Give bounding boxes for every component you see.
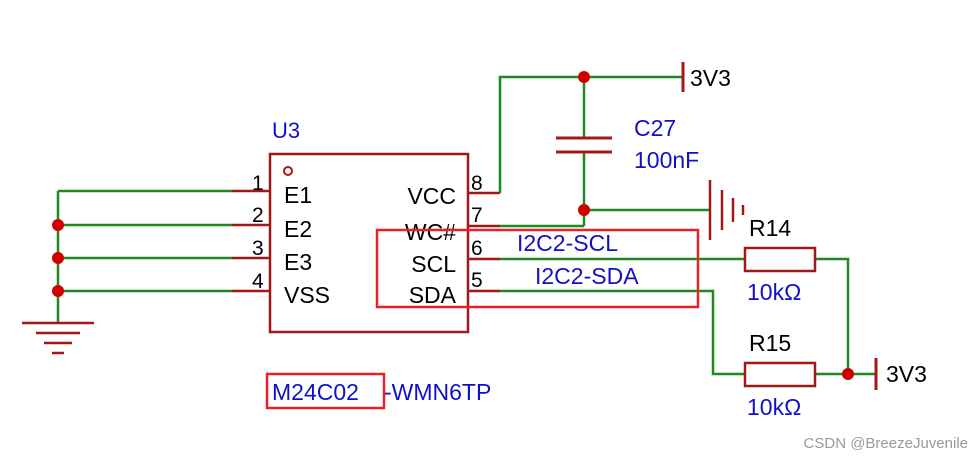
vcc-wire	[498, 75, 710, 228]
part-number-suffix: -WMN6TP	[384, 379, 491, 405]
pin-number-1: 1	[252, 172, 264, 195]
i2c-wires	[500, 257, 876, 376]
ground-icon-right	[708, 180, 745, 240]
capacitor-ref: C27	[634, 115, 676, 141]
left-ground-wires	[56, 189, 232, 323]
right-pin-stubs	[468, 191, 500, 293]
chip-body	[268, 152, 470, 334]
pin-number-8: 8	[471, 172, 483, 195]
capacitor-value: 100nF	[634, 147, 699, 173]
resistor-r15-ref: R15	[749, 330, 791, 356]
pin-name-vss: VSS	[284, 282, 330, 308]
pin-name-e1: E1	[284, 182, 312, 208]
pin-name-sda: SDA	[409, 282, 457, 308]
pin1-marker	[283, 166, 293, 176]
pin-name-e3: E3	[284, 249, 312, 275]
part-number-prefix: M24C02	[272, 379, 359, 405]
pin-number-6: 6	[471, 237, 483, 260]
highlight-box-part	[265, 372, 386, 410]
resistor-r14-ref: R14	[749, 215, 791, 241]
chip-ref: U3	[272, 118, 300, 143]
ground-icon	[22, 321, 94, 355]
pin-name-wc: WC#	[405, 219, 456, 245]
left-pin-stubs	[232, 189, 270, 293]
watermark: CSDN @BreezeJuvenile	[804, 435, 968, 452]
power-label-right: 3V3	[886, 361, 927, 387]
pin-number-7: 7	[471, 204, 483, 227]
vcc-junctions	[578, 71, 590, 216]
power-label-top: 3V3	[690, 65, 731, 91]
pin-name-e2: E2	[284, 216, 312, 242]
net-label-scl: I2C2-SCL	[517, 230, 618, 256]
pin-number-3: 3	[252, 237, 264, 260]
pin-number-2: 2	[252, 204, 264, 227]
pullup-junction	[842, 368, 854, 380]
left-junctions	[52, 219, 64, 297]
resistor-r15	[743, 361, 817, 388]
pin-name-vcc: VCC	[407, 183, 456, 209]
highlight-box-i2c	[375, 228, 700, 309]
capacitor-c27	[556, 136, 612, 154]
pin-number-5: 5	[471, 269, 483, 292]
pin-number-4: 4	[252, 270, 264, 293]
net-label-sda: I2C2-SDA	[535, 263, 639, 289]
resistor-r14-value: 10kΩ	[747, 279, 801, 305]
resistor-r15-value: 10kΩ	[747, 394, 801, 420]
resistor-r14	[743, 246, 817, 273]
pin-name-scl: SCL	[411, 251, 456, 277]
